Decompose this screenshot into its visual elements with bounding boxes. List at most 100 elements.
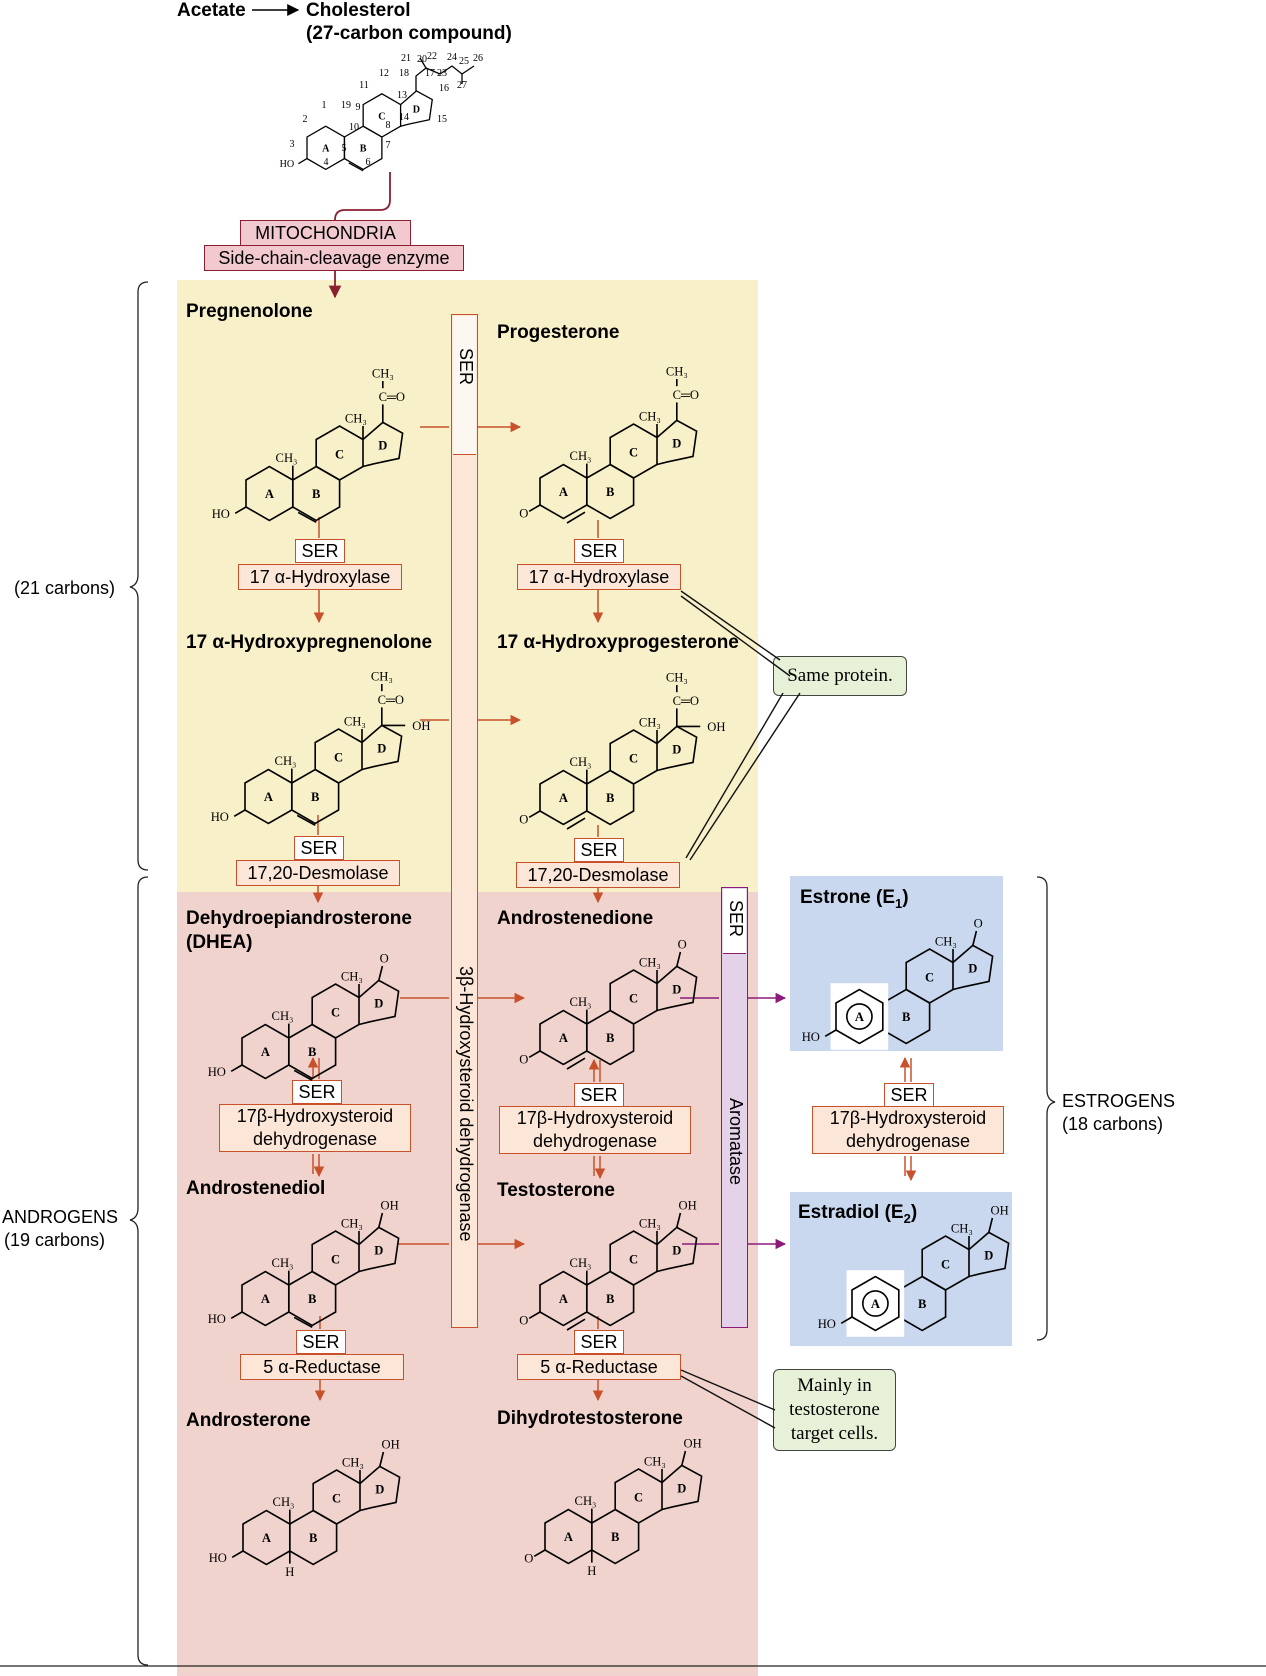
cholesterol-to-mito-line bbox=[334, 172, 391, 221]
dht-ch3-18: CH₃ bbox=[644, 1454, 666, 1468]
carbon-number-25: 25 bbox=[459, 56, 469, 67]
hsd17-box-mid: 17β-Hydroxysteroid dehydrogenase bbox=[499, 1106, 691, 1154]
estradiol-title: Estradiol (E2) bbox=[798, 1202, 918, 1226]
hsd17-box-right: 17β-Hydroxysteroid dehydrogenase bbox=[812, 1106, 1004, 1154]
carbon-number-13: 13 bbox=[397, 90, 407, 101]
cholesterol-ho: HO bbox=[280, 159, 295, 170]
ohprog-oh17: OH bbox=[707, 720, 725, 734]
dht-title: Dihydrotestosterone bbox=[497, 1408, 683, 1429]
progesterone-ch3-18: CH₃ bbox=[639, 409, 661, 423]
ohprog-carbonyl: C═O bbox=[673, 694, 699, 708]
hsd3b-ser-cell bbox=[453, 316, 476, 455]
progesterone-ch3-21: CH₃ bbox=[666, 364, 688, 378]
ser-box-desmo-left: SER bbox=[294, 836, 344, 860]
cholesterol-side-chain bbox=[415, 57, 475, 91]
ohpreg-ring-d bbox=[361, 724, 403, 771]
ohprog-ch3-19: CH₃ bbox=[570, 755, 592, 769]
estradiol-ch3-18: CH₃ bbox=[951, 1221, 973, 1235]
cholesterol-label-c: C bbox=[378, 112, 385, 123]
carbon-number-21: 21 bbox=[401, 53, 411, 64]
dhea-ch3-19: CH₃ bbox=[272, 1009, 294, 1023]
cholesterol-label-a: A bbox=[322, 143, 330, 154]
ohpreg-carbonyl: C═O bbox=[378, 693, 404, 707]
dht-label-b: B bbox=[611, 1530, 620, 1544]
ohpreg-ch3-21: CH₃ bbox=[371, 669, 393, 683]
ohpreg-ch3-19: CH₃ bbox=[275, 754, 297, 768]
ohpreg-ch3-18: CH₃ bbox=[344, 714, 366, 728]
mainly-note-line3: target cells. bbox=[790, 1423, 879, 1444]
cholesterol-label: Cholesterol bbox=[306, 0, 411, 21]
pregnenolone-ring-d bbox=[362, 421, 404, 468]
progesterone-ring-d bbox=[656, 419, 698, 466]
androstenediol-ch3-18: CH₃ bbox=[341, 1216, 363, 1230]
pregnenolone-ch3-21: CH₃ bbox=[372, 366, 394, 380]
ohprog-oxo3: O bbox=[519, 813, 528, 827]
progesterone-label-d: D bbox=[672, 436, 681, 450]
pregnenolone-ho: HO bbox=[212, 507, 230, 521]
androstenediol-label-a: A bbox=[261, 1292, 270, 1306]
estradiol-label-c: C bbox=[941, 1257, 950, 1271]
ohpreg-label-c: C bbox=[334, 750, 343, 764]
mainly-note-line2: testosterone bbox=[789, 1399, 880, 1420]
ohprog-label-a: A bbox=[559, 791, 568, 805]
aromatase-ser-cell bbox=[723, 889, 746, 954]
cholesterol-double-bond-5 bbox=[348, 162, 364, 172]
estrone-aromatic-bg bbox=[830, 983, 889, 1050]
ohprog-label-c: C bbox=[629, 751, 638, 765]
ser-box-red-right: SER bbox=[574, 1330, 624, 1354]
androstenedione-ch3-19: CH₃ bbox=[570, 995, 592, 1009]
progesterone-title: Progesterone bbox=[497, 322, 620, 343]
testosterone-ring-d bbox=[656, 1226, 698, 1273]
androsterone-h5: H bbox=[285, 1565, 294, 1579]
androsterone-ho: HO bbox=[209, 1551, 227, 1565]
carbon-number-22: 22 bbox=[427, 51, 437, 62]
same-protein-pointer-1 bbox=[680, 590, 781, 661]
androgens-sublabel: (19 carbons) bbox=[4, 1230, 106, 1250]
estrone-label-b: B bbox=[902, 1010, 911, 1024]
hsd17-right-line2: dehydrogenase bbox=[845, 1131, 971, 1151]
ohprog-title: 17 α-Hydroxyprogesterone bbox=[497, 632, 739, 653]
ser-box-prog: SER bbox=[574, 539, 624, 563]
ohprog-label-d: D bbox=[672, 742, 681, 756]
ser-box-hsd-mid: SER bbox=[574, 1083, 624, 1107]
testosterone-ch3-18: CH₃ bbox=[639, 1216, 661, 1230]
androstenedione-title: Androstenedione bbox=[497, 908, 654, 929]
dhea-label-c: C bbox=[331, 1005, 340, 1019]
progesterone-label-c: C bbox=[629, 445, 638, 459]
ohpreg-label-d: D bbox=[377, 741, 386, 755]
ser-box-preg: SER bbox=[295, 539, 345, 563]
androstenediol-ch3-19: CH₃ bbox=[272, 1256, 294, 1270]
progesterone-label-a: A bbox=[559, 485, 568, 499]
estrone-zone bbox=[790, 876, 1003, 1051]
ohpreg-ho: HO bbox=[211, 810, 229, 824]
ohpreg-label-b: B bbox=[311, 790, 320, 804]
carbon-number-7: 7 bbox=[386, 140, 391, 151]
dhea-label-d: D bbox=[374, 996, 383, 1010]
ser-box-red-left: SER bbox=[296, 1330, 346, 1354]
mainly-note-line1: Mainly in bbox=[797, 1375, 872, 1396]
estrone-ring-a-aromatic bbox=[835, 988, 884, 1045]
androstenediol-ring-d bbox=[358, 1226, 400, 1273]
testosterone-label-b: B bbox=[606, 1292, 615, 1306]
progesterone-double-bond-4 bbox=[566, 511, 586, 524]
testosterone-oxo3: O bbox=[519, 1314, 528, 1328]
dhea-ring-d bbox=[358, 979, 400, 1026]
cholesterol-subtitle: (27-carbon compound) bbox=[306, 23, 512, 44]
carbon-number-27: 27 bbox=[457, 80, 467, 91]
hsd3b-ser-label: SER bbox=[456, 348, 476, 386]
androsterone-label-a: A bbox=[262, 1531, 271, 1545]
mitochondria-box: MITOCHONDRIA bbox=[240, 220, 411, 246]
aromatase-label: Aromatase bbox=[726, 1098, 746, 1186]
estradiol-oh17: OH bbox=[990, 1203, 1008, 1217]
androstenedione-label-c: C bbox=[629, 991, 638, 1005]
dhea-oxo17: O bbox=[380, 951, 389, 965]
estradiol-ho: HO bbox=[818, 1317, 836, 1331]
reductase-box-right: 5 α-Reductase bbox=[517, 1354, 681, 1380]
carbon-number-11: 11 bbox=[359, 80, 369, 91]
testosterone-label-d: D bbox=[672, 1243, 681, 1257]
